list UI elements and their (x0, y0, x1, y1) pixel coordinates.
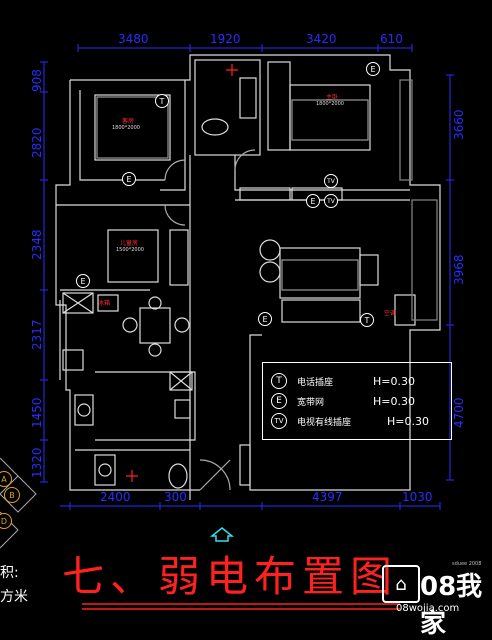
floor-plan-drawing (0, 44, 454, 610)
logo-watermark: sduee 2008 (452, 561, 482, 567)
axis-circle-a: A (0, 471, 12, 487)
dim-top-4: 610 (380, 32, 403, 46)
network-socket-icon: E (258, 312, 272, 326)
phone-socket-icon: T (155, 94, 169, 108)
network-socket-icon: E (366, 62, 380, 76)
tv-socket-icon: TV (271, 413, 287, 429)
dim-left-2: 2820 (30, 127, 44, 158)
legend-label: 电视有线插座 (297, 417, 352, 428)
room-size-kids: 1500*2000 (116, 247, 144, 253)
network-socket-icon: E (271, 393, 287, 409)
dim-left-3: 2348 (30, 229, 44, 260)
legend-value: H=0.30 (387, 415, 429, 428)
dim-right-1: 3660 (452, 109, 466, 140)
legend-row-network: E 宽带网 (271, 393, 324, 409)
tv-socket-icon: TV (324, 194, 338, 208)
legend-value: H=0.30 (373, 395, 415, 408)
network-socket-icon: E (306, 194, 320, 208)
legend: T 电话插座 E 宽带网 TV 电视有线插座 H=0.30 H=0.30 H=0… (262, 362, 452, 440)
dim-left-4: 2317 (30, 319, 44, 350)
legend-label: 电话插座 (297, 377, 334, 388)
room-label-guest: 客房 (122, 118, 135, 125)
network-socket-icon: E (76, 274, 90, 288)
axis-circle-b: B (4, 487, 20, 503)
legend-row-phone: T 电话插座 (271, 373, 333, 389)
dim-bottom-2: 300 (164, 490, 187, 504)
dim-top-3: 3420 (306, 32, 337, 46)
dim-bottom-4: 1030 (402, 490, 433, 504)
dim-left-6: 1320 (30, 447, 44, 478)
page-title: 七、弱电布置图 (62, 552, 399, 601)
area-label: 积: (0, 565, 19, 581)
tv-socket-icon: TV (324, 174, 338, 188)
room-size-guest: 1800*2000 (112, 125, 140, 131)
room-label-kids: 儿童房 (120, 240, 139, 247)
area-unit: 方米 (0, 589, 28, 605)
phone-socket-icon: T (271, 373, 287, 389)
dim-bottom-1: 2400 (100, 490, 131, 504)
legend-value: H=0.30 (373, 375, 415, 388)
phone-socket-icon: T (360, 313, 374, 327)
house-logo-icon: ⌂ (382, 565, 420, 603)
dim-left-1: 908 (30, 69, 44, 92)
dim-top-2: 1920 (210, 32, 241, 46)
network-socket-icon: E (122, 172, 136, 186)
legend-label: 宽带网 (297, 397, 325, 408)
legend-row-tv: TV 电视有线插座 (271, 413, 351, 429)
dim-right-3: 4700 (452, 397, 466, 428)
room-label-master: 主卧 (326, 94, 339, 101)
room-label-ac: 空调 (384, 310, 397, 317)
axis-circle-d: D (0, 513, 12, 529)
room-size-master: 1800*2000 (316, 101, 344, 107)
logo-url: 08wojia.com (396, 603, 460, 614)
dim-bottom-3: 4397 (312, 490, 343, 504)
room-label-fridge: 冰箱 (98, 300, 111, 307)
dim-top-1: 3480 (118, 32, 149, 46)
dim-left-5: 1450 (30, 397, 44, 428)
dim-right-2: 3968 (452, 254, 466, 285)
